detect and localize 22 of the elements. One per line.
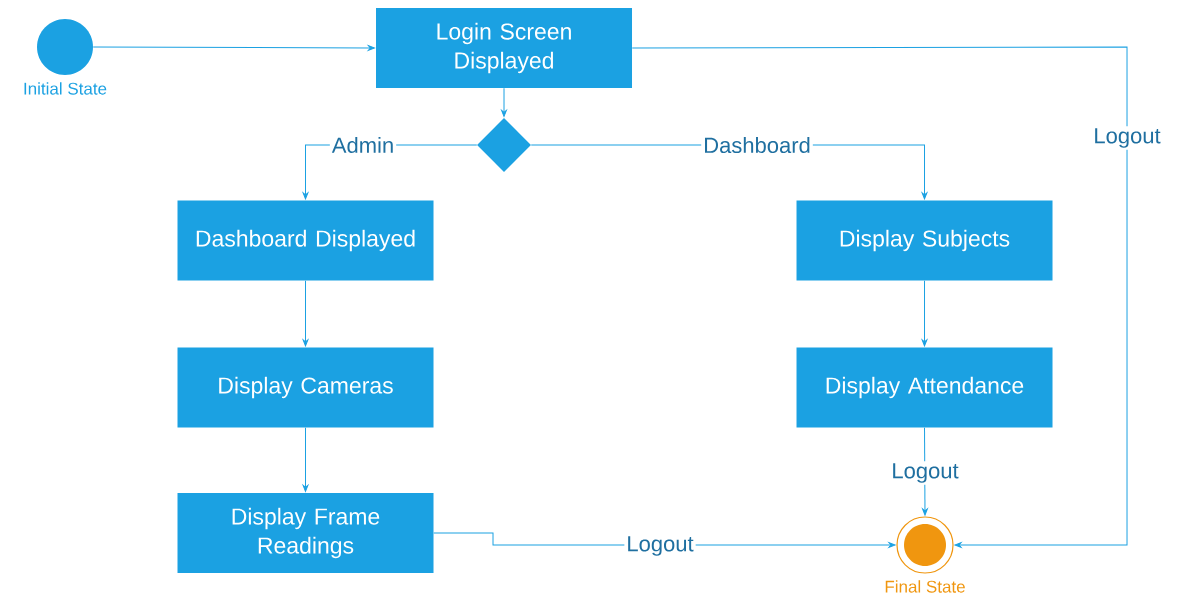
state-box: Login Screen Displayed — [376, 8, 632, 88]
state-label: Final State — [885, 580, 965, 593]
state-box: Display Frame Readings — [177, 493, 434, 573]
initial-state-circle — [37, 19, 93, 75]
arrow — [92, 45, 375, 51]
state-box: Display Cameras — [177, 347, 434, 428]
edge-label: Logout — [624, 534, 696, 558]
state-box: Dashboard Displayed — [177, 200, 434, 281]
final-state-circle — [896, 516, 954, 574]
arrow — [631, 46, 1128, 548]
arrow — [302, 427, 309, 492]
arrow — [921, 280, 928, 347]
edge-label: Logout — [1091, 126, 1163, 150]
arrow — [501, 87, 507, 117]
arrow — [302, 280, 309, 347]
state-label: Initial State — [24, 82, 107, 95]
edge-label: Logout — [889, 461, 961, 485]
edge-label: Admin — [329, 134, 397, 156]
decision-diamond — [477, 118, 531, 172]
edge-label: Dashboard — [701, 134, 813, 156]
state-box: Display Attendance — [796, 347, 1053, 428]
state-box: Display Subjects — [796, 200, 1053, 281]
